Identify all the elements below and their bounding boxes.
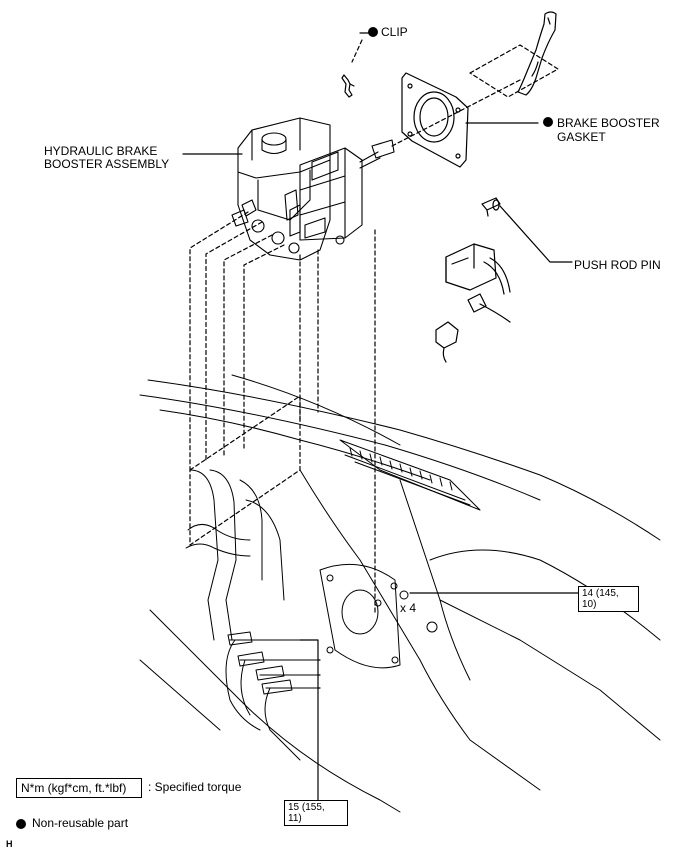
- hydraulic-label-line2: BOOSTER ASSEMBLY: [44, 157, 170, 171]
- nut-torque-line2: 10): [582, 599, 597, 610]
- tube-torque-line1: 15 (155,: [288, 802, 325, 813]
- corner-mark: H: [6, 839, 13, 849]
- nut-torque-box: 14 (145, 10): [578, 586, 639, 612]
- quantity-label: x 4: [400, 601, 417, 615]
- torque-legend-box: N*m (kgf*cm, ft.*lbf): [16, 778, 142, 798]
- pedal-dash-box: [469, 44, 559, 98]
- vehicle-body: [139, 374, 661, 813]
- push-rod-pin-label: PUSH ROD PIN: [574, 258, 661, 272]
- hydraulic-label-line1: HYDRAULIC BRAKE: [44, 144, 158, 158]
- nut-torque-line1: 14 (145,: [582, 588, 619, 599]
- tube-torque-box: 15 (155, 11): [284, 800, 348, 826]
- guide-lines: [189, 211, 376, 613]
- tube-torque-line2: 11): [288, 813, 302, 824]
- gasket-label-line2: GASKET: [557, 130, 606, 144]
- clip-guide: [351, 39, 363, 63]
- gasket-label-line1: BRAKE BOOSTER: [557, 116, 660, 130]
- clip-part: [341, 74, 355, 98]
- hydraulic-brake-booster-assembly: [231, 117, 395, 261]
- torque-legend-desc: : Specified torque: [148, 780, 242, 794]
- rod-to-gasket-guide: [391, 79, 521, 147]
- tube-torque-leader: [299, 639, 321, 801]
- brake-booster-gasket: [401, 72, 469, 168]
- non-reusable-label: Non-reusable part: [32, 816, 129, 830]
- clip-dot: [368, 27, 378, 37]
- brake-pedal-arm: [517, 11, 557, 96]
- push-rod-pin-leader: [499, 205, 573, 263]
- non-reusable-dot: [16, 819, 26, 829]
- clip-label: CLIP: [381, 25, 408, 39]
- gasket-dot: [543, 117, 553, 127]
- electrical-connectors: [435, 243, 511, 363]
- push-rod-pin-part: [481, 197, 501, 217]
